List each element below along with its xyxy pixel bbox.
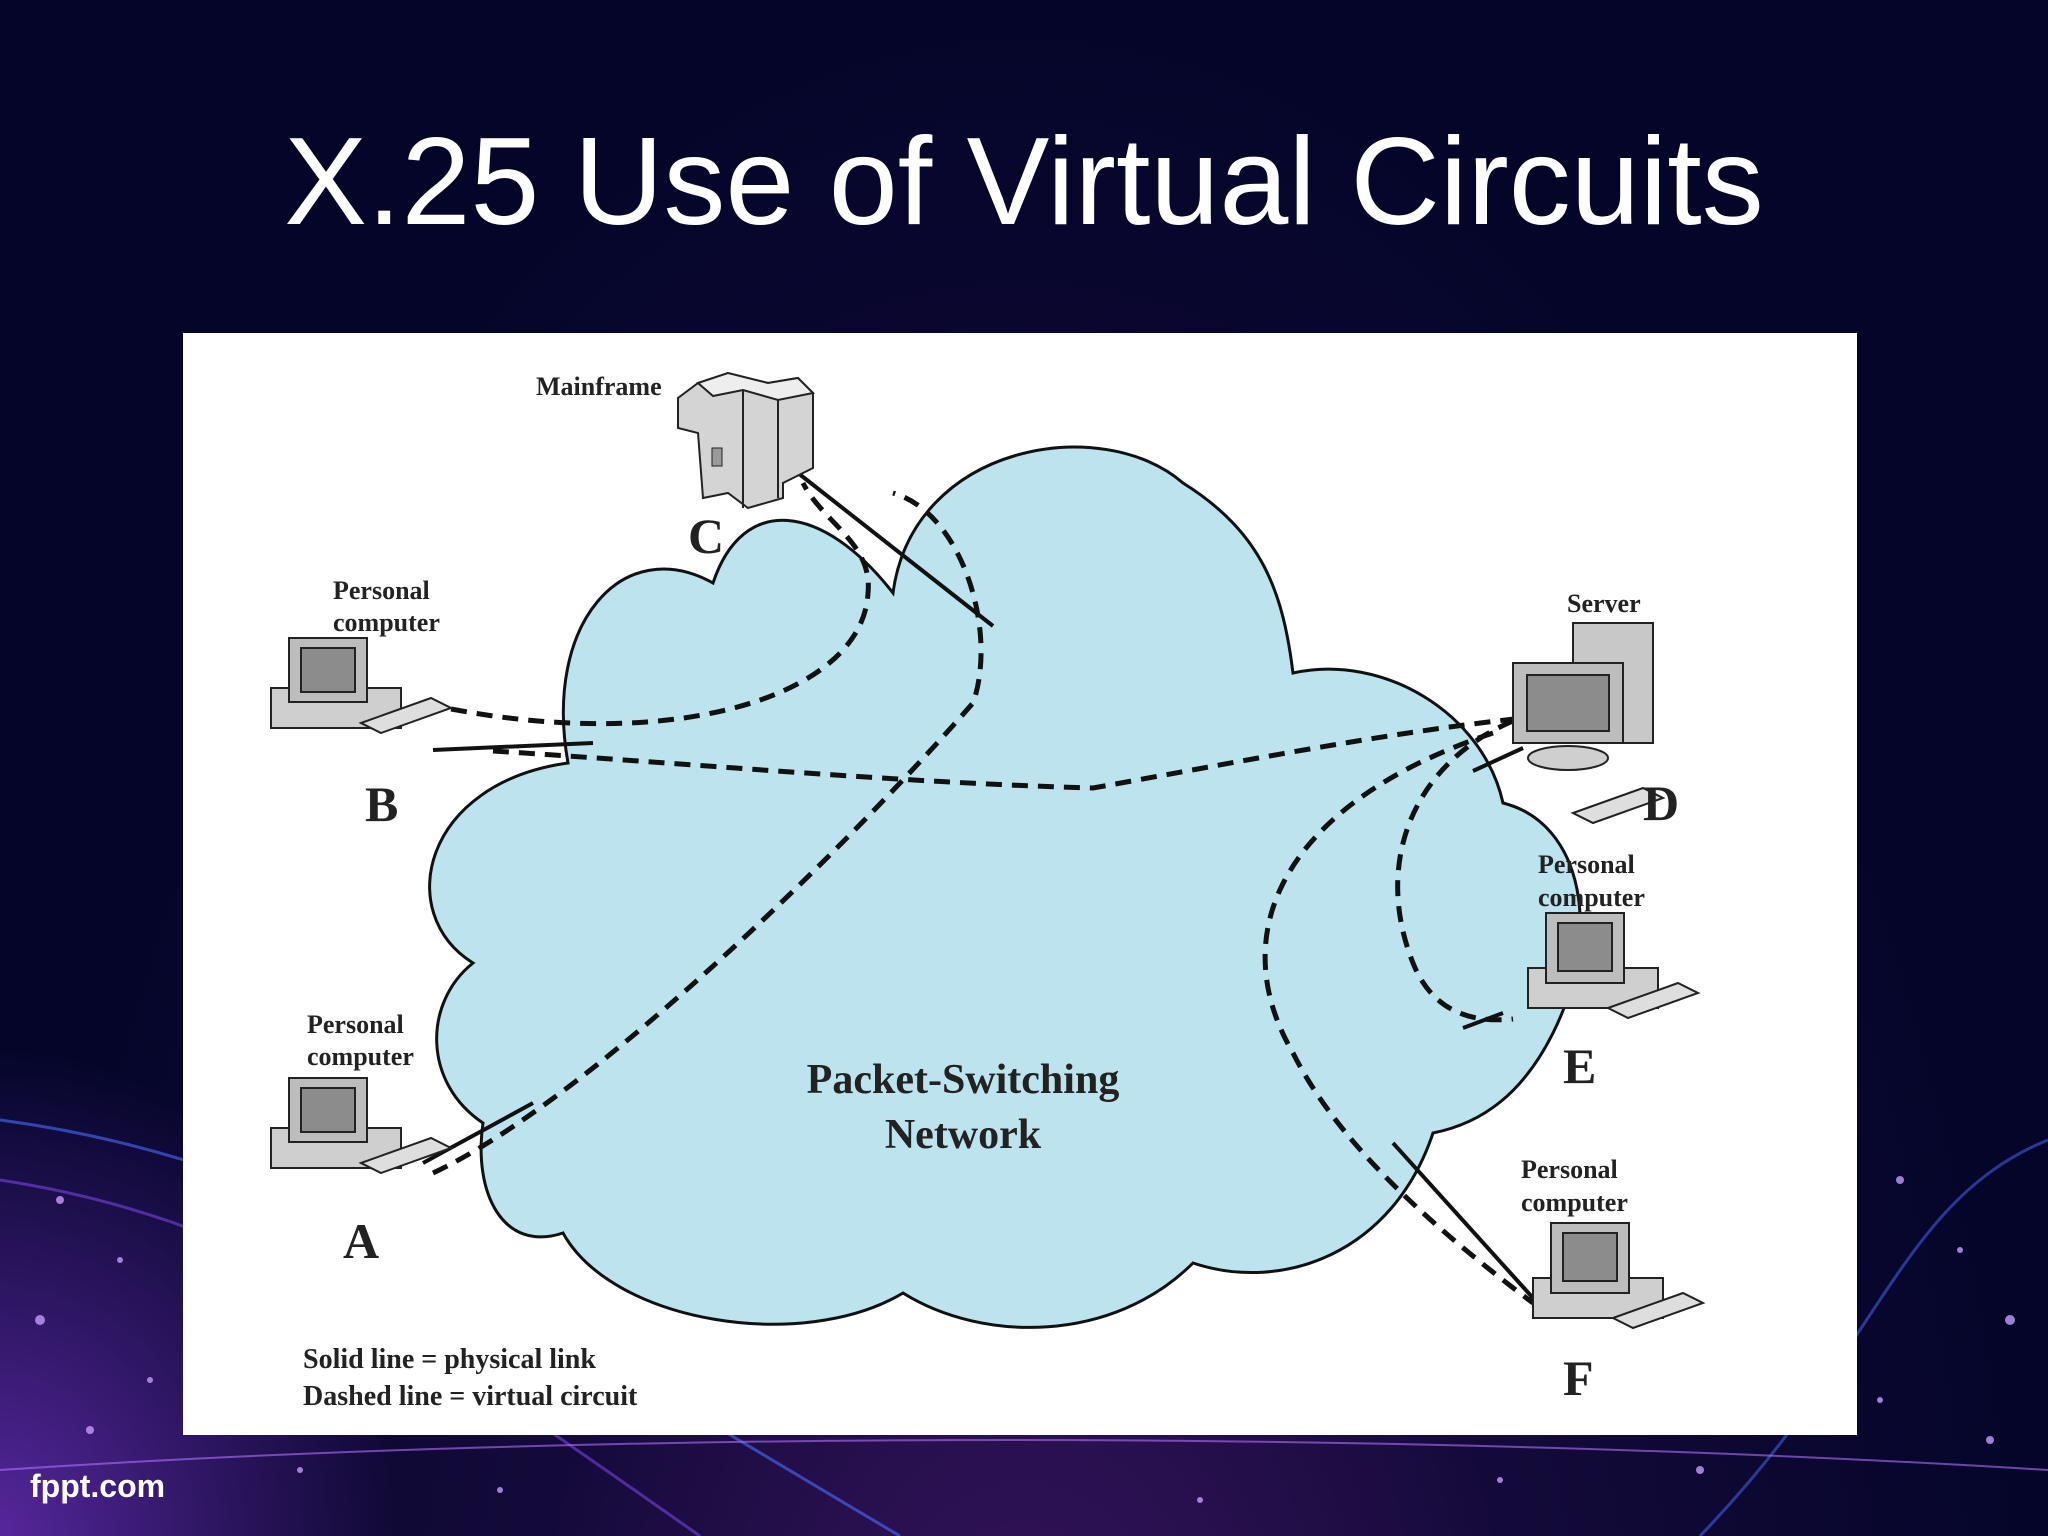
network-diagram: Mainframe C Personal computer B Personal… xyxy=(183,333,1857,1435)
node-e-type-line1: Personal xyxy=(1538,850,1635,879)
node-b-letter: B xyxy=(365,776,398,832)
personal-computer-b-icon xyxy=(270,637,454,735)
vc-a-c xyxy=(431,490,984,1176)
node-b-type-line2: computer xyxy=(333,608,440,637)
personal-computer-a-icon xyxy=(270,1077,454,1175)
node-a-type-line1: Personal xyxy=(307,1010,404,1039)
personal-computer-f-icon xyxy=(1532,1222,1706,1330)
node-e-letter: E xyxy=(1563,1038,1596,1094)
slide-title: X.25 Use of Virtual Circuits xyxy=(284,113,1764,251)
legend-solid: Solid line = physical link xyxy=(303,1344,596,1375)
brand-watermark: fppt.com xyxy=(30,1468,166,1504)
link-e xyxy=(1462,1011,1504,1030)
node-f-type-line2: computer xyxy=(1521,1188,1628,1217)
link-d xyxy=(1472,746,1524,773)
node-b-type-line1: Personal xyxy=(333,576,430,605)
node-c-type: Mainframe xyxy=(536,372,662,401)
network-label-line1: Packet-Switching xyxy=(807,1057,1120,1103)
vc-b-d xyxy=(492,715,1524,791)
link-f xyxy=(1391,1141,1535,1300)
physical-links xyxy=(422,471,1535,1300)
mainframe-icon xyxy=(677,371,816,510)
diagram-canvas: Mainframe C Personal computer B Personal… xyxy=(270,371,1706,1412)
node-d-type: Server xyxy=(1567,589,1641,618)
virtual-circuits xyxy=(431,481,1535,1305)
legend-dashed: Dashed line = virtual circuit xyxy=(303,1381,638,1412)
node-a-type-line2: computer xyxy=(307,1042,414,1071)
node-d-letter: D xyxy=(1643,775,1679,831)
node-e-type-line2: computer xyxy=(1538,883,1645,912)
node-c-letter: C xyxy=(688,508,724,564)
network-label-line2: Network xyxy=(885,1112,1042,1158)
node-a-letter: A xyxy=(343,1213,379,1269)
node-f-letter: F xyxy=(1563,1350,1594,1406)
vc-d-f xyxy=(1262,730,1535,1305)
vc-b-c xyxy=(450,481,871,727)
server-d-icon xyxy=(1512,622,1666,825)
node-f-type-line1: Personal xyxy=(1521,1155,1618,1184)
personal-computer-e-icon xyxy=(1527,912,1701,1020)
link-a xyxy=(422,1101,534,1165)
network-cloud xyxy=(428,445,1582,1329)
link-c xyxy=(796,471,995,628)
vc-d-e xyxy=(1395,718,1514,1023)
link-b xyxy=(432,741,594,752)
